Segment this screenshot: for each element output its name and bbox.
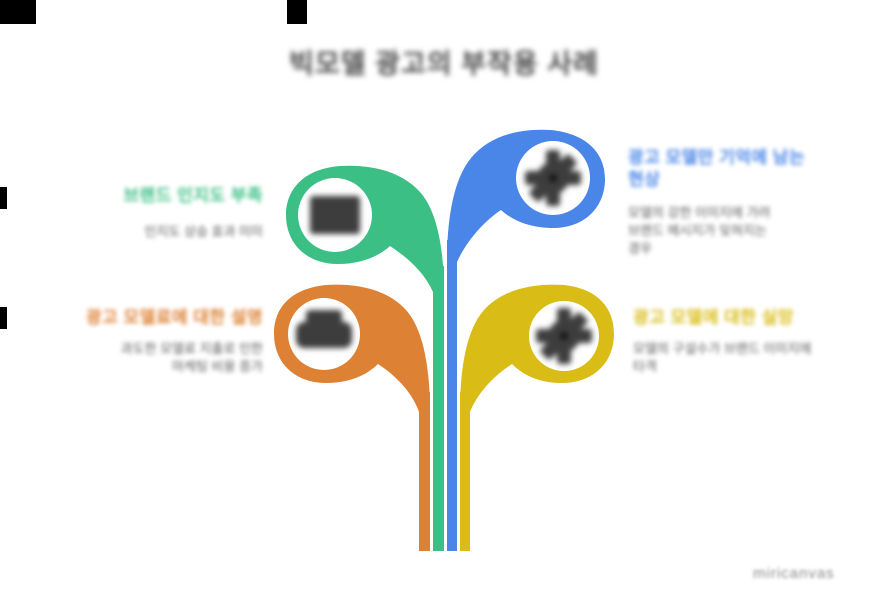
branch-description: 인지도 상승 효과 미미 [144, 224, 263, 239]
branch-label-model-fee: 광고 모델료에 대한 설명 과도한 모델료 지출로 인한 마케팅 비용 증가 [86, 307, 263, 376]
branch-label-brand-awareness: 브랜드 인지도 부족 인지도 상승 효과 미미 [123, 185, 263, 241]
gear-icon [525, 150, 581, 206]
branch-description: 모델의 구설수가 브랜드 이미지에 타격 [633, 341, 812, 374]
stem-orange [419, 392, 430, 551]
branch-label-model-disappointment: 광고 모델에 대한 실망 모델의 구설수가 브랜드 이미지에 타격 [633, 307, 843, 376]
stem-blue [447, 240, 457, 551]
branch-title: 광고 모델만 기억에 남는 현상 [628, 148, 806, 189]
icons [296, 150, 592, 364]
stem-green [433, 266, 444, 551]
watermark: miricanvas [753, 565, 835, 582]
gear-icon [536, 308, 592, 364]
branch-title: 브랜드 인지도 부족 [123, 186, 263, 205]
crop-artifact-left-upper [0, 187, 7, 209]
branch-title: 광고 모델료에 대한 설명 [85, 308, 263, 327]
stem-yellow [460, 392, 470, 551]
branch-label-model-only-remembered: 광고 모델만 기억에 남는 현상 모델의 강한 이미지에 가려 브랜드 메시지가… [628, 147, 828, 258]
crop-artifact-top-left [0, 0, 36, 24]
branch-title: 광고 모델에 대한 실망 [633, 308, 794, 327]
billboard-icon [310, 196, 360, 234]
crop-artifact-left-lower [0, 307, 7, 329]
money-icon [296, 310, 352, 348]
crop-artifact-top [287, 0, 307, 24]
branch-description: 모델의 강한 이미지에 가려 브랜드 메시지가 잊혀지는 경우 [628, 205, 771, 256]
branch-description: 과도한 모델료 지출로 인한 마케팅 비용 증가 [120, 341, 263, 374]
diagram-title: 빅모델 광고의 부작용 사례 [289, 49, 599, 79]
